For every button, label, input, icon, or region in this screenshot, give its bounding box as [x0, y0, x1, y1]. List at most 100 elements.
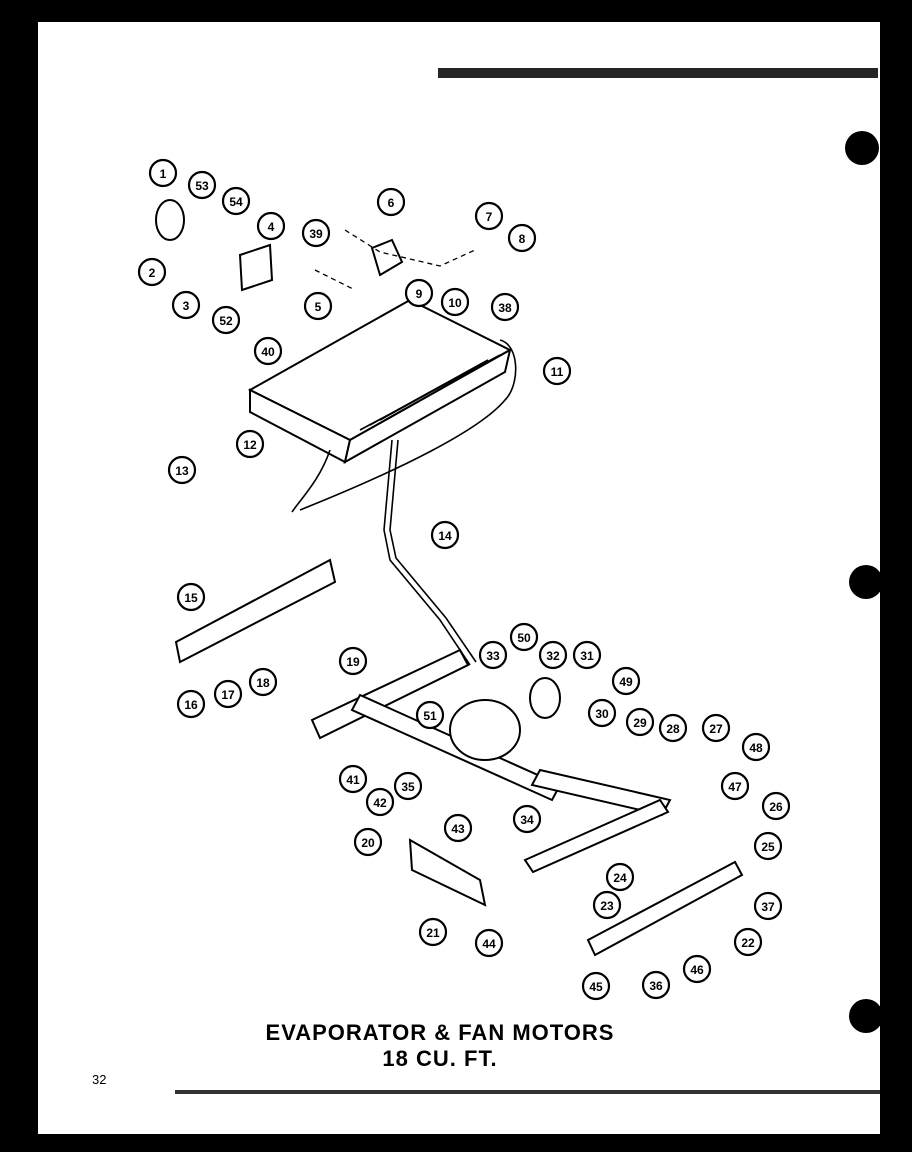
- callout-label: 21: [426, 926, 440, 940]
- callout-51: 51: [415, 700, 445, 730]
- binder-hole: [849, 999, 883, 1033]
- callout-26: 26: [761, 791, 791, 821]
- callout-22: 22: [733, 927, 763, 957]
- callout-label: 3: [183, 299, 190, 313]
- callout-8: 8: [507, 223, 537, 253]
- shroud: [408, 838, 487, 907]
- callout-label: 35: [401, 780, 415, 794]
- callout-label: 18: [256, 676, 270, 690]
- callout-30: 30: [587, 698, 617, 728]
- callout-label: 1: [160, 167, 167, 181]
- callout-label: 36: [649, 979, 663, 993]
- callout-50: 50: [509, 622, 539, 652]
- thermostat: [370, 238, 404, 277]
- callout-46: 46: [682, 954, 712, 984]
- fan-motor: [529, 677, 561, 719]
- callout-label: 46: [690, 963, 704, 977]
- callout-label: 4: [268, 220, 275, 234]
- callout-label: 50: [517, 631, 531, 645]
- callout-52: 52: [211, 305, 241, 335]
- callout-34: 34: [512, 804, 542, 834]
- callout-label: 14: [438, 529, 452, 543]
- callout-40: 40: [253, 336, 283, 366]
- callout-label: 51: [423, 709, 437, 723]
- callout-11: 11: [542, 356, 572, 386]
- callout-label: 32: [546, 649, 560, 663]
- bracket: [174, 558, 337, 664]
- callout-label: 2: [149, 266, 156, 280]
- channel: [586, 860, 744, 957]
- callout-16: 16: [176, 689, 206, 719]
- callout-label: 11: [551, 365, 564, 379]
- callout-1: 1: [148, 158, 178, 188]
- callout-label: 40: [261, 345, 275, 359]
- callout-label: 52: [219, 314, 233, 328]
- callout-label: 24: [613, 871, 627, 885]
- callout-label: 34: [520, 813, 534, 827]
- callout-label: 16: [184, 698, 198, 712]
- callout-49: 49: [611, 666, 641, 696]
- callout-43: 43: [443, 813, 473, 843]
- bracket: [238, 243, 274, 292]
- diagram-title: EVAPORATOR & FAN MOTORS 18 CU. FT.: [230, 1020, 650, 1072]
- callout-19: 19: [338, 646, 368, 676]
- callout-label: 33: [486, 649, 500, 663]
- callout-36: 36: [641, 970, 671, 1000]
- callout-17: 17: [213, 679, 243, 709]
- fan-blade: [155, 199, 185, 241]
- callout-label: 45: [589, 980, 603, 994]
- callout-label: 49: [619, 675, 633, 689]
- callout-label: 26: [769, 800, 783, 814]
- callout-18: 18: [248, 667, 278, 697]
- callout-28: 28: [658, 713, 688, 743]
- callout-27: 27: [701, 713, 731, 743]
- callout-47: 47: [720, 771, 750, 801]
- callout-32: 32: [538, 640, 568, 670]
- callout-label: 9: [416, 287, 423, 301]
- callout-label: 10: [448, 296, 462, 310]
- callout-label: 53: [195, 179, 209, 193]
- callout-39: 39: [301, 218, 331, 248]
- callout-10: 10: [440, 287, 470, 317]
- callout-label: 5: [315, 300, 322, 314]
- callout-label: 47: [728, 780, 742, 794]
- callout-23: 23: [592, 890, 622, 920]
- callout-4: 4: [256, 211, 286, 241]
- callout-label: 41: [346, 773, 360, 787]
- callout-label: 30: [595, 707, 609, 721]
- callout-15: 15: [176, 582, 206, 612]
- callout-5: 5: [303, 291, 333, 321]
- callout-label: 27: [709, 722, 723, 736]
- callout-label: 22: [741, 936, 755, 950]
- callout-label: 38: [498, 301, 512, 315]
- callout-14: 14: [430, 520, 460, 550]
- callout-13: 13: [167, 455, 197, 485]
- callout-31: 31: [572, 640, 602, 670]
- callout-label: 17: [221, 688, 235, 702]
- title-line-1: EVAPORATOR & FAN MOTORS: [265, 1020, 615, 1045]
- callout-29: 29: [625, 707, 655, 737]
- callout-21: 21: [418, 917, 448, 947]
- callout-label: 39: [309, 227, 323, 241]
- callout-20: 20: [353, 827, 383, 857]
- callout-54: 54: [221, 186, 251, 216]
- callout-42: 42: [365, 787, 395, 817]
- fan-frame: [310, 648, 672, 874]
- callout-label: 31: [580, 649, 594, 663]
- callout-label: 13: [175, 464, 189, 478]
- callout-label: 54: [229, 195, 243, 209]
- callout-2: 2: [137, 257, 167, 287]
- callout-label: 15: [184, 591, 198, 605]
- callout-label: 29: [633, 716, 647, 730]
- callout-33: 33: [478, 640, 508, 670]
- callout-label: 6: [388, 196, 395, 210]
- callout-label: 42: [373, 796, 387, 810]
- callout-6: 6: [376, 187, 406, 217]
- page-number: 32: [92, 1072, 107, 1087]
- callout-44: 44: [474, 928, 504, 958]
- callout-3: 3: [171, 290, 201, 320]
- callout-label: 23: [600, 899, 614, 913]
- callout-label: 12: [243, 438, 257, 452]
- callout-label: 44: [482, 937, 496, 951]
- callout-9: 9: [404, 278, 434, 308]
